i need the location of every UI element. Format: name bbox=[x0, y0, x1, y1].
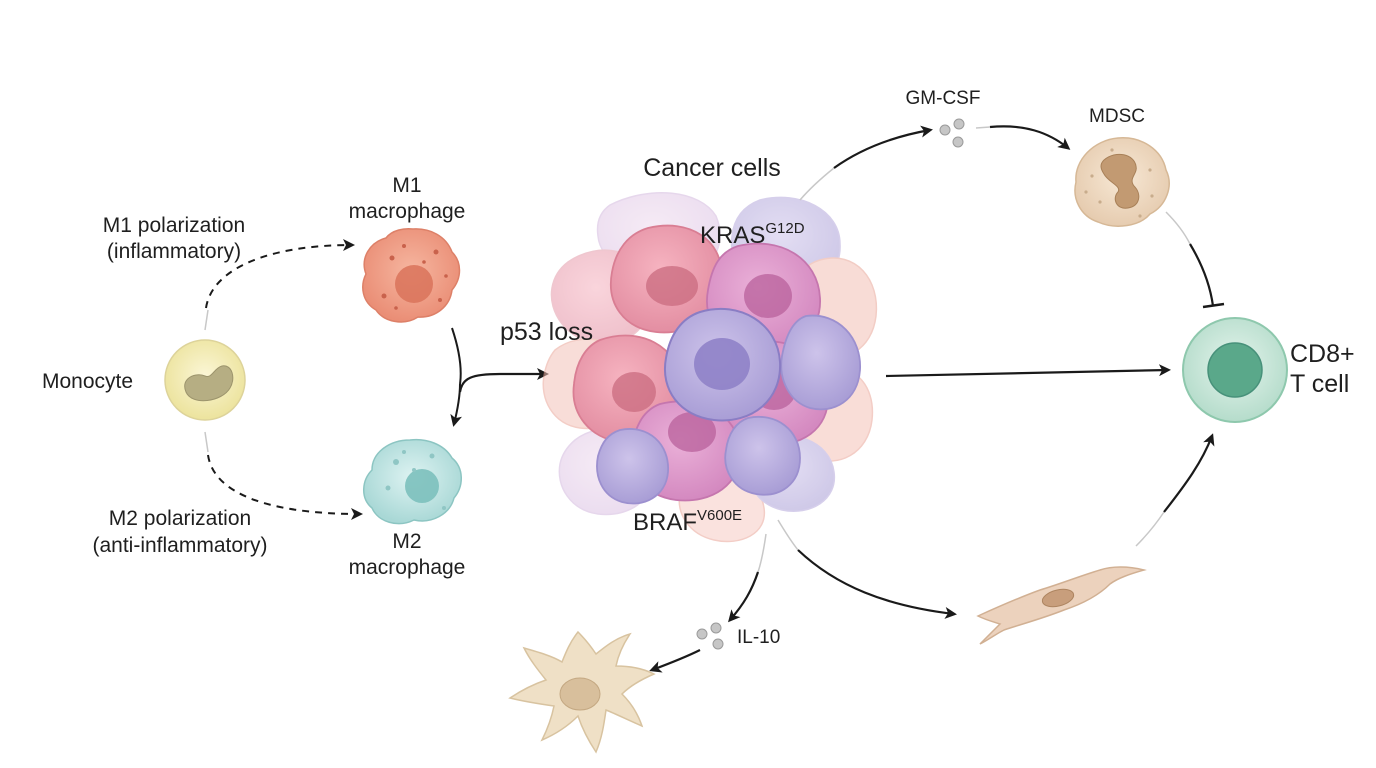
tumor-to-tcell-arrow bbox=[885, 364, 1171, 378]
cd8-label-line2: T cell bbox=[1290, 370, 1349, 398]
braf-gene: BRAF bbox=[633, 509, 697, 536]
tumor-to-gmcsf-arrow bbox=[833, 125, 933, 169]
inhibition-bar bbox=[1202, 302, 1225, 309]
monocyte-cell bbox=[164, 339, 246, 421]
kras-gene: KRAS bbox=[700, 222, 765, 249]
m2-polarization-sublabel: (anti-inflammatory) bbox=[92, 534, 267, 557]
il10-molecules bbox=[696, 622, 724, 650]
mdsc-inhibits-tcell bbox=[1189, 243, 1215, 307]
tumor-cluster bbox=[542, 191, 878, 543]
fibro-tcell-faint-line bbox=[1135, 511, 1165, 547]
m1-macrophage-label-line2: macrophage bbox=[349, 200, 466, 223]
fibroblast-to-tcell-arrow bbox=[1163, 433, 1215, 513]
m1-macrophage-label-line1: M1 bbox=[392, 174, 421, 197]
gm-csf-label: GM-CSF bbox=[906, 88, 981, 109]
monocyte-connector-down bbox=[204, 431, 209, 453]
m2-polarization-arrow bbox=[207, 454, 363, 520]
merge-to-m2-arrow bbox=[450, 383, 463, 427]
monocyte-label: Monocyte bbox=[42, 370, 133, 393]
m1-polarization-sublabel: (inflammatory) bbox=[107, 240, 241, 263]
merge-to-tumor-arrow bbox=[458, 368, 549, 393]
cancer-cells-label: Cancer cells bbox=[643, 154, 781, 182]
tumor-to-fibroblast-arrow bbox=[797, 549, 957, 619]
tumor-il10-faint-line bbox=[757, 533, 767, 573]
m1-polarization-label: M1 polarization bbox=[103, 214, 245, 237]
p53-loss-label: p53 loss bbox=[500, 318, 593, 346]
m1-to-merge-line bbox=[451, 327, 462, 385]
m2-macrophage-label-line1: M2 bbox=[392, 530, 421, 553]
m1-macrophage-cell bbox=[362, 228, 461, 323]
tumor-gmcsf-faint-line bbox=[799, 167, 835, 201]
m2-polarization-label: M2 polarization bbox=[109, 507, 251, 530]
m2-macrophage-label-line2: macrophage bbox=[349, 556, 466, 579]
cd8-t-cell bbox=[1182, 317, 1288, 423]
cd8-label-line1: CD8+ bbox=[1290, 340, 1355, 368]
il10-to-dendritic-arrow bbox=[649, 649, 701, 673]
gm-csf-molecules bbox=[939, 118, 965, 148]
kras-mutation: G12D bbox=[765, 220, 804, 237]
braf-label: BRAFV600E bbox=[633, 507, 742, 536]
gmcsf-to-mdsc-arrow bbox=[989, 125, 1071, 150]
tumor-to-il10-arrow bbox=[728, 571, 760, 623]
gmcsf-mdsc-faint-line bbox=[975, 126, 991, 129]
mdsc-cell bbox=[1074, 137, 1170, 227]
braf-mutation: V600E bbox=[697, 507, 742, 524]
kras-label: KRASG12D bbox=[700, 220, 805, 249]
mdsc-label: MDSC bbox=[1089, 106, 1145, 127]
fibroblast-cell bbox=[976, 566, 1147, 645]
dendritic-cell bbox=[508, 630, 656, 754]
monocyte-connector-up bbox=[204, 309, 209, 331]
m1-polarization-arrow bbox=[205, 239, 355, 309]
m2-macrophage-cell bbox=[363, 438, 462, 525]
mdsc-to-tcell-faint-line bbox=[1165, 211, 1191, 245]
tumor-fibro-faint-line bbox=[777, 519, 799, 551]
il10-label: IL-10 bbox=[737, 627, 780, 648]
